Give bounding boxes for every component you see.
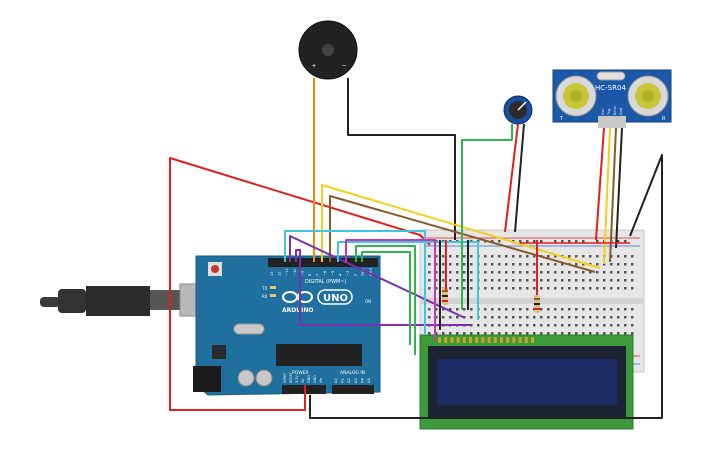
analog-header — [332, 385, 374, 394]
analog-pin-label: A5 — [367, 378, 371, 383]
analog-label: ANALOG IN — [340, 370, 365, 376]
wire-yellow — [321, 184, 601, 269]
tx-label: TX — [261, 286, 267, 291]
power-jack — [193, 366, 221, 392]
usb-cable — [40, 283, 211, 317]
wire-brown — [329, 195, 596, 273]
digital-pin-label: ~6 — [323, 270, 327, 276]
sensor-pin-label: Trig — [607, 109, 611, 116]
digital-pin-label: 12 — [278, 271, 282, 276]
wire-cyan-2 — [337, 241, 479, 320]
wire-green-2 — [361, 251, 411, 345]
sensor-model: HC-SR04 — [595, 84, 626, 92]
analog-pin-label: A4 — [360, 378, 364, 383]
wire-red-loop — [169, 157, 431, 411]
arduino-brand: ARDUINO — [282, 307, 313, 314]
potentiometer — [503, 95, 533, 125]
digital-pin-label: ~9 — [300, 270, 304, 276]
analog-pin-label: A0 — [334, 378, 338, 383]
on-label: ON — [365, 299, 371, 304]
analog-pin-label: A3 — [354, 378, 358, 383]
sensor-pin-label: Gnd — [619, 108, 623, 115]
power-pin-label: GND — [307, 375, 311, 383]
wire-sensor-trig — [603, 127, 611, 265]
rx-label: RX — [262, 294, 268, 299]
digital-pin-label: 8 — [308, 273, 312, 276]
piezo-buzzer: + − — [298, 20, 358, 80]
power-pin-label: IOREF — [283, 373, 287, 383]
digital-pin-label: ~10 — [293, 268, 297, 276]
digital-pin-label: ~5 — [331, 271, 335, 276]
wires — [169, 78, 663, 419]
wire-black-right — [309, 154, 663, 419]
power-pin-label: GND — [313, 375, 317, 383]
wire-green-1 — [355, 245, 416, 355]
arduino-logo: ARDUINO UNO — [282, 289, 353, 314]
arduino-board: DIGITAL (PWM~) ARDUINO UNO TX RX ON POWE… — [193, 255, 381, 396]
digital-pin-label: 2 — [354, 274, 358, 276]
wire-green-pot — [461, 124, 513, 310]
power-pin-label: Vin — [319, 378, 323, 383]
resistor-1 — [442, 287, 448, 305]
power-pin-label: 5V — [301, 378, 305, 383]
lcd-pin-header — [438, 337, 534, 343]
arduino-model: UNO — [323, 293, 348, 304]
reset-button-icon — [211, 265, 219, 273]
digital-pin-label: RX 0 — [369, 267, 373, 276]
atmega-chip — [276, 344, 362, 366]
wire-sensor-gnd — [615, 127, 623, 249]
digital-pin-label: 7 — [316, 274, 320, 276]
digital-header-label: DIGITAL (PWM~) — [305, 279, 347, 285]
lcd-display — [419, 334, 634, 430]
digital-pin-label: ~11 — [285, 268, 289, 276]
sensor-t-mark: T — [559, 116, 564, 122]
digital-pin-label: 4 — [338, 273, 342, 276]
wire-sensor-vcc — [595, 127, 605, 241]
wire-purple-2 — [295, 249, 470, 326]
digital-header — [268, 258, 378, 267]
wire-purple-1 — [289, 235, 466, 319]
buzzer-minus: − — [342, 63, 346, 70]
analog-pin-label: A1 — [341, 378, 345, 383]
lcd-screen — [437, 359, 617, 405]
wire-cyan-1 — [284, 230, 426, 335]
sensor-pin-label: Echo — [613, 106, 617, 115]
wire-sensor-echo — [609, 127, 617, 263]
digital-pin-label: TX 1 — [361, 268, 365, 277]
buzzer-plus: + — [312, 63, 316, 70]
sensor-r-mark: R — [662, 116, 666, 122]
resistor-2 — [534, 295, 540, 313]
analog-pin-label: A2 — [347, 378, 351, 383]
power-label: POWER — [292, 370, 309, 376]
power-pin-label: RESET — [289, 371, 293, 383]
power-pin-label: 3.3V — [295, 375, 299, 383]
wire-magenta — [345, 239, 436, 340]
wire-black-pot — [514, 123, 525, 233]
digital-pin-label: 13 — [270, 271, 274, 276]
sensor-pin-label: Vcc — [601, 109, 605, 115]
wire-red-pot — [504, 123, 519, 233]
wire-buzzer-minus — [347, 78, 456, 240]
digital-pin-label: ~3 — [346, 271, 350, 276]
